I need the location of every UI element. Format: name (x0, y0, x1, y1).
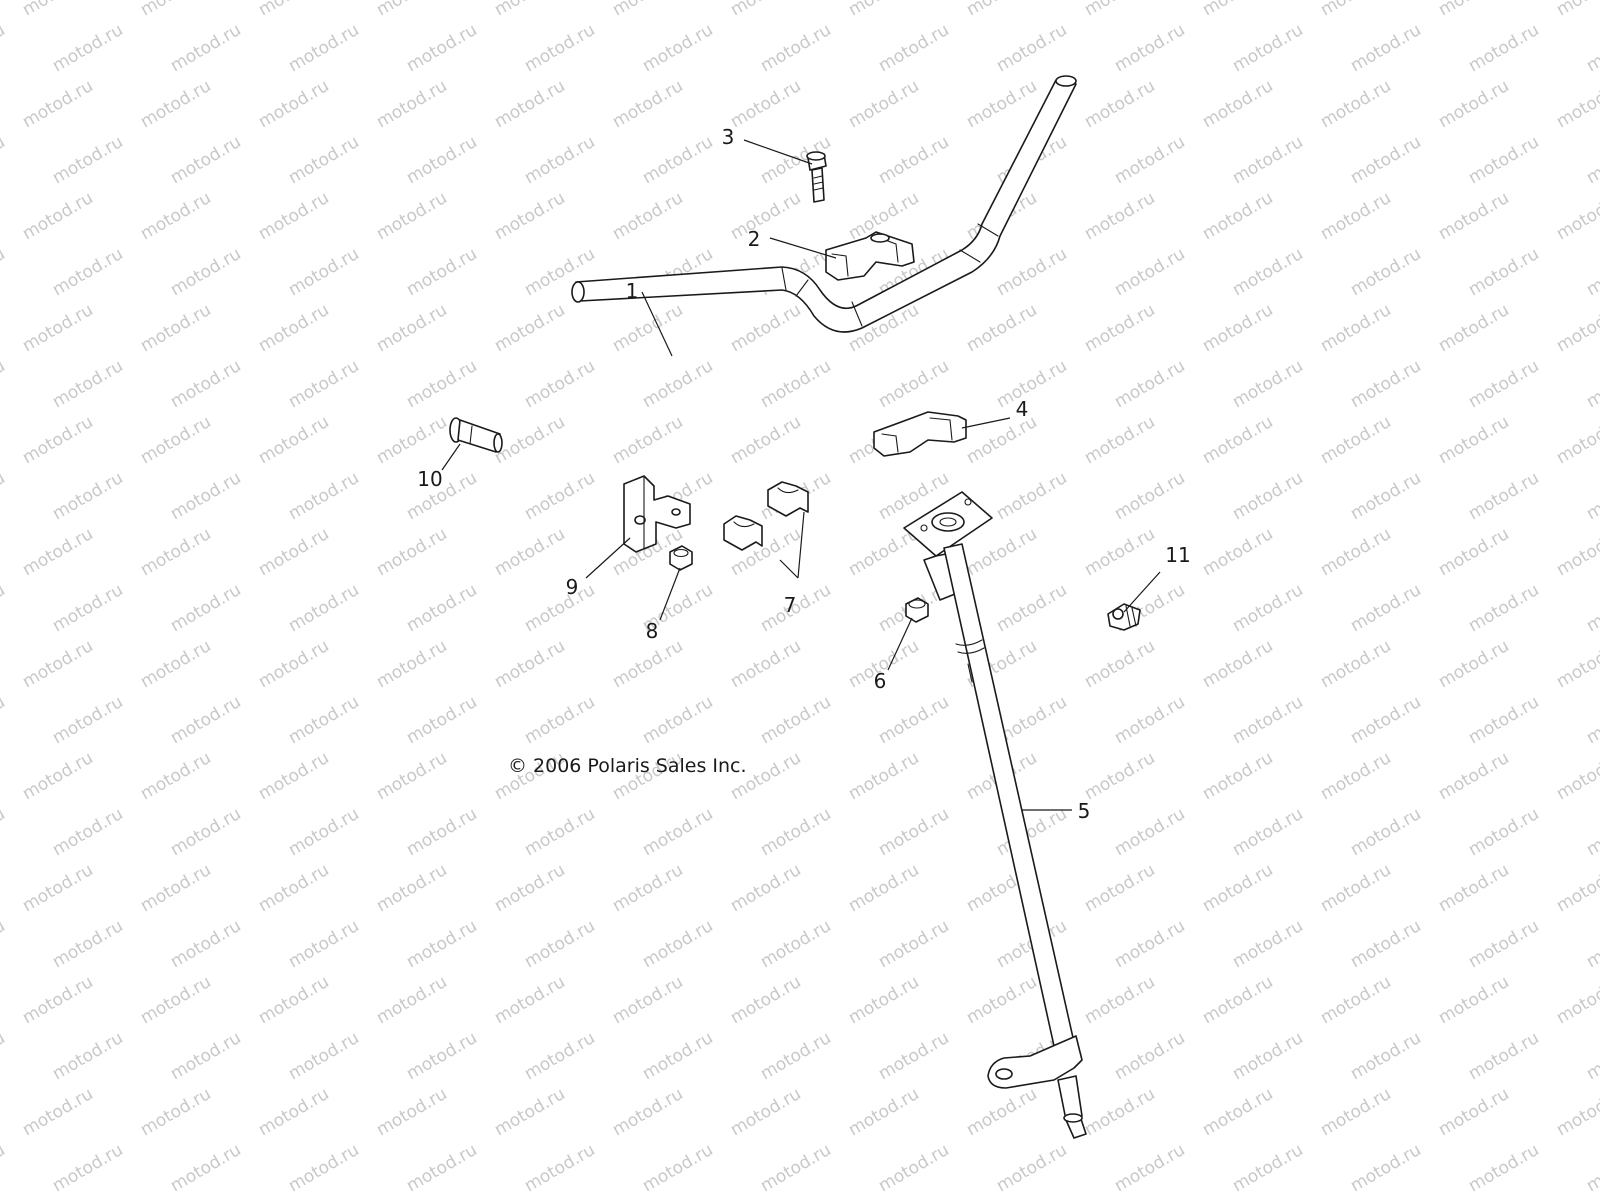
callout-3: 3 (722, 125, 735, 149)
nut-part (905, 597, 929, 623)
copyright-notice: © 2006 Polaris Sales Inc. (508, 755, 747, 777)
callout-7: 7 (784, 593, 797, 617)
flange-nut-part (669, 545, 693, 571)
lower-clamp-part (873, 411, 967, 457)
callout-1: 1 (626, 279, 639, 303)
callout-4: 4 (1016, 397, 1029, 421)
callout-2: 2 (748, 227, 761, 251)
fitting-part (1107, 603, 1141, 631)
callout-8: 8 (646, 619, 659, 643)
callout-10: 10 (417, 467, 442, 491)
callout-9: 9 (566, 575, 579, 599)
clip-upper-part (767, 481, 809, 517)
bracket-part (623, 475, 691, 553)
callout-5: 5 (1078, 799, 1091, 823)
callout-6: 6 (874, 669, 887, 693)
callout-11: 11 (1165, 543, 1190, 567)
upper-clamp-part (825, 231, 915, 281)
shoulder-bolt-part (449, 417, 503, 453)
bolt-part (806, 151, 827, 203)
handlebar-part (571, 75, 1077, 333)
clip-lower-part (723, 515, 763, 551)
callout-labels: 1 2 3 4 5 6 7 8 9 10 11 (417, 125, 1190, 823)
leader-lines (441, 139, 1161, 811)
steering-post-part (903, 491, 1087, 1139)
